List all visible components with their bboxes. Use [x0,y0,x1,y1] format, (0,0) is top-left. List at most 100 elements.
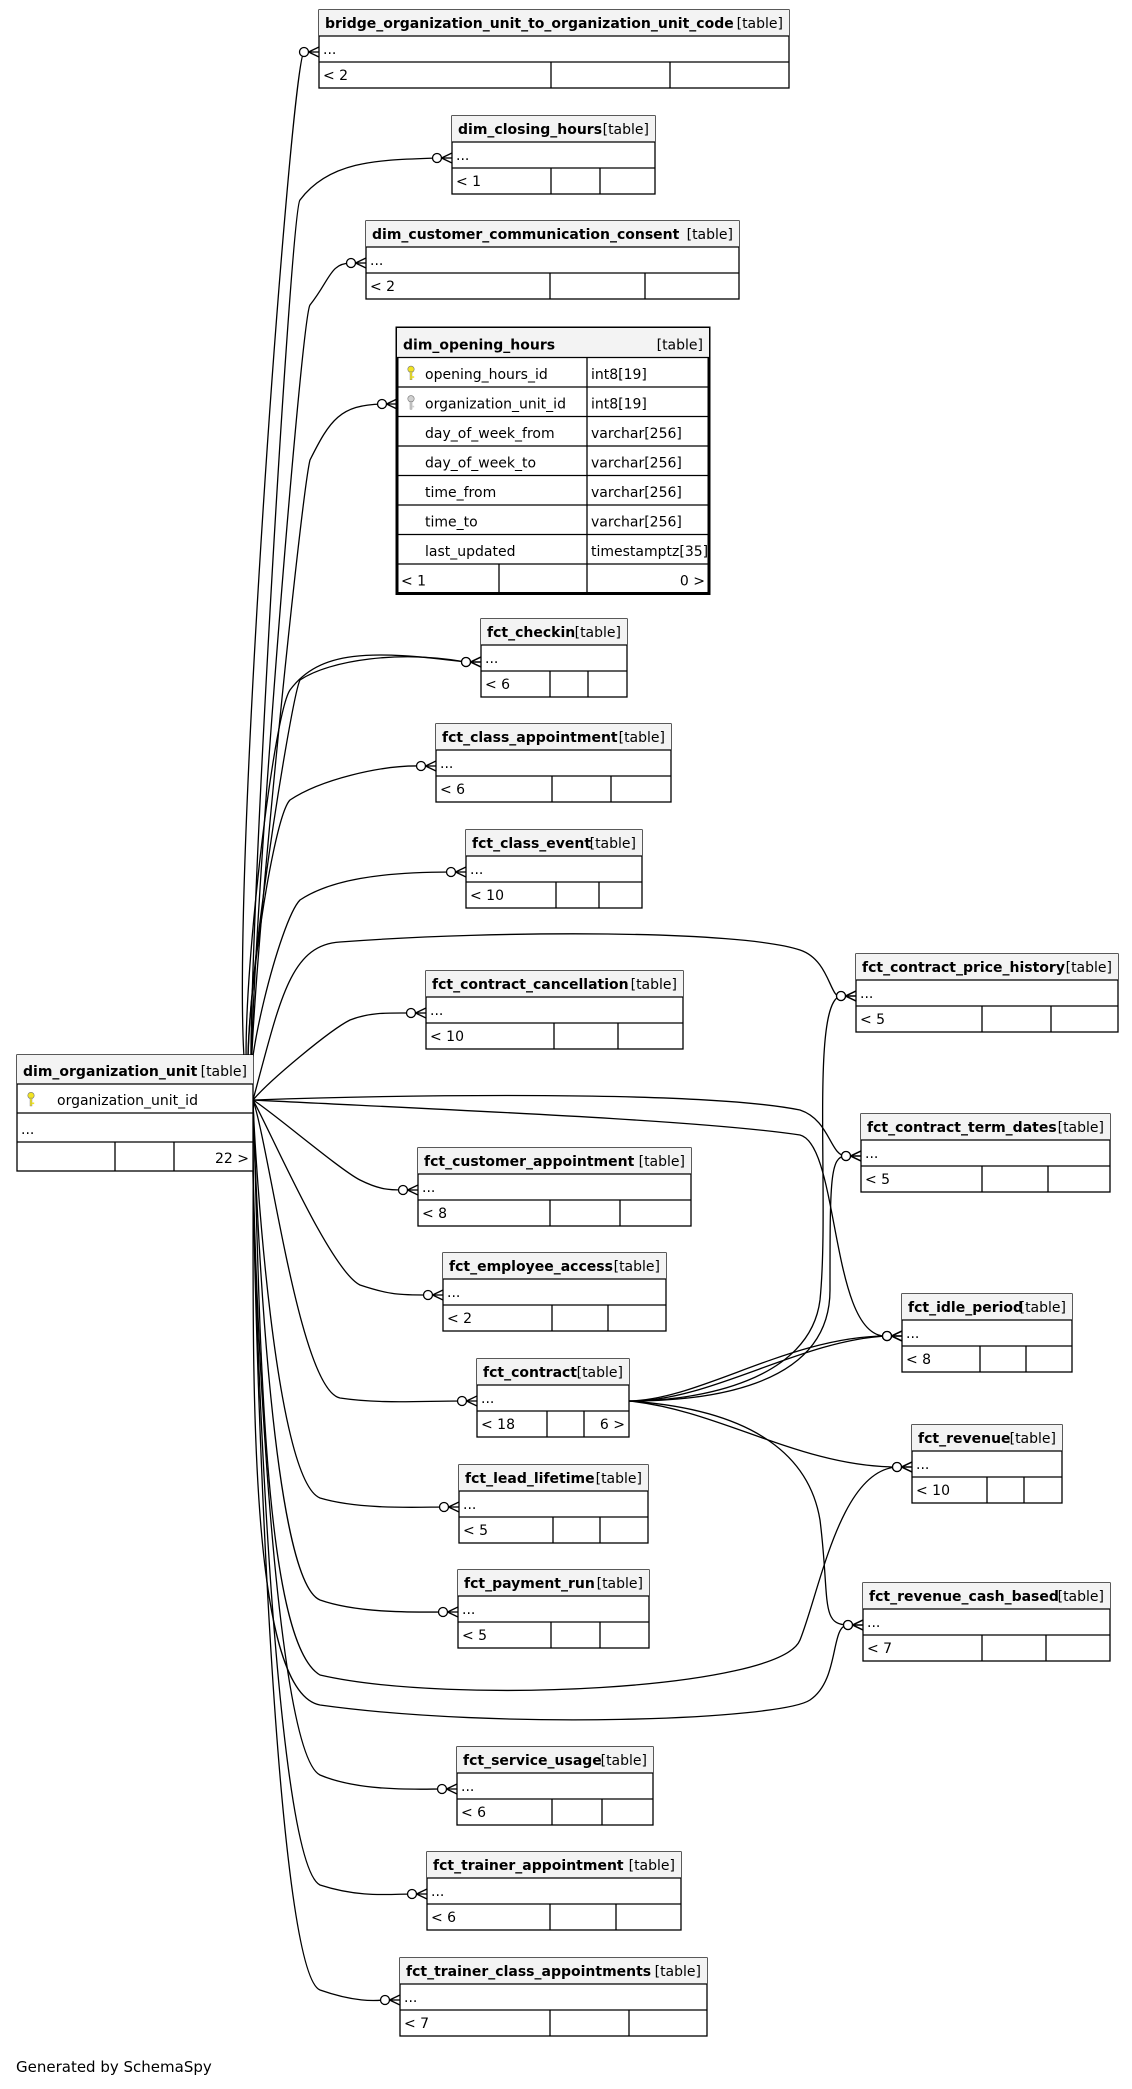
parent-count: < 7 [867,1641,892,1657]
table-fct-contract-cancellation[interactable]: fct_contract_cancellation[table]...< 10 [425,970,684,1050]
column-name: ... [481,1391,494,1407]
parent-count: < 2 [323,68,348,84]
table-fct-checkin[interactable]: fct_checkin[table]...< 6 [480,618,628,698]
more-columns-row: ... [462,1602,475,1618]
table-name: fct_contract_term_dates [867,1120,1057,1136]
relationship-line-orgunit-custappt-0 [252,1099,404,1191]
column-name: day_of_week_from [425,426,555,442]
table-name: fct_customer_appointment [424,1154,635,1170]
column-name: ... [867,1615,880,1631]
table-fct-payment-run[interactable]: fct_payment_run[table]...< 5 [457,1569,650,1649]
column-name: ... [447,1285,460,1301]
table-tag: [table] [597,1576,643,1592]
table-tag: [table] [201,1064,247,1080]
table-fct-contract-price-history[interactable]: fct_contract_price_history[table]...< 5 [855,953,1119,1033]
column-name: ... [370,253,383,269]
generated-by-footer: Generated by SchemaSpy [16,2058,212,2076]
more-columns-row: ... [447,1285,460,1301]
table-tag: [table] [1010,1431,1056,1447]
more-columns-row: ... [404,1990,417,2006]
crows-foot-marker [881,1330,903,1342]
parent-count: < 5 [860,1012,885,1028]
more-columns-row: ... [906,1326,919,1342]
parent-count: < 6 [431,1910,456,1926]
table-name: dim_organization_unit [23,1064,198,1080]
table-tag: [table] [687,227,733,243]
table-fct-trainer-class-appointments[interactable]: fct_trainer_class_appointments[table]...… [399,1957,708,2037]
crows-foot-marker [379,1994,401,2006]
parent-count: < 1 [401,574,426,590]
column-name: ... [470,862,483,878]
table-tag: [table] [657,338,703,354]
table-fct-employee-access[interactable]: fct_employee_access[table]...< 2 [442,1252,667,1332]
column-name: opening_hours_id [425,367,548,383]
crows-foot-marker [840,1150,862,1162]
column-name: ... [485,651,498,667]
column-name: time_from [425,485,496,501]
parent-count: < 1 [456,174,481,190]
table-tag: [table] [614,1259,660,1275]
more-columns-row: ... [463,1497,476,1513]
more-columns-row: ... [481,1391,494,1407]
relationship-line-orgunit-closing-0 [250,157,438,1101]
table-fct-contract-term-dates[interactable]: fct_contract_term_dates[table]...< 5 [860,1113,1111,1193]
column-name: ... [431,1884,444,1900]
table-fct-idle-period[interactable]: fct_idle_period[table]...< 8 [901,1293,1073,1373]
table-dim-organization-unit[interactable]: dim_organization_unit[table]organization… [16,1054,254,1172]
relationship-line-orgunit-revcash-0 [252,1099,849,1721]
table-tag: [table] [596,1471,642,1487]
primary-key-icon [407,365,415,380]
table-fct-trainer-appointment[interactable]: fct_trainer_appointment[table]...< 6 [426,1851,682,1931]
table-name: dim_opening_hours [403,338,555,354]
table-tag: [table] [1020,1300,1066,1316]
table-tag: [table] [577,1365,623,1381]
table-fct-customer-appointment[interactable]: fct_customer_appointment[table]...< 8 [417,1147,692,1227]
relationship-line-contract-termdates-0 [628,1155,847,1402]
table-fct-service-usage[interactable]: fct_service_usage[table]...< 6 [456,1746,654,1826]
parent-count: < 8 [906,1352,931,1368]
table-fct-class-appointment[interactable]: fct_class_appointment[table]...< 6 [435,723,672,803]
table-dim-opening-hours[interactable]: dim_opening_hours [table] opening_hours_id… [395,326,711,595]
table-tag: [table] [603,122,649,138]
relationship-lines [241,46,913,2006]
crows-foot-marker [445,866,467,878]
column-name: ... [422,1180,435,1196]
parent-count: < 10 [916,1483,950,1499]
relationship-line-orgunit-contract-0 [252,1099,463,1403]
relationship-line-orgunit-classevent-0 [249,871,452,1101]
table-name: fct_lead_lifetime [465,1471,595,1487]
primary-key-icon [27,1092,35,1107]
table-dim-customer-communication-consent[interactable]: dim_customer_communication_consent[table… [365,220,740,300]
table-tag: [table] [590,836,636,852]
table-tag: [table] [629,1858,675,1874]
column-type: varchar[256] [591,456,682,472]
table-bridge-organization-unit-to-organization-unit-code[interactable]: bridge_organization_unit_to_organization… [318,9,790,89]
more-columns-row: ... [456,148,469,164]
more-columns-row: ... [916,1457,929,1473]
column-name: ... [461,1779,474,1795]
table-fct-revenue-cash-based[interactable]: fct_revenue_cash_based[table]...< 7 [862,1582,1111,1662]
table-fct-lead-lifetime[interactable]: fct_lead_lifetime[table]...< 5 [458,1464,649,1544]
table-fct-class-event[interactable]: fct_class_event[table]...< 10 [465,829,643,909]
table-fct-revenue[interactable]: fct_revenue[table]... < 10 [911,1424,1063,1504]
column-name: ... [456,148,469,164]
relationship-line-contract-revenue-0 [628,1400,898,1468]
table-name: fct_revenue [918,1431,1011,1447]
column-type: varchar[256] [591,426,682,442]
more-columns-row: ... [860,986,873,1002]
relationship-line-orgunit-idle-0 [252,1099,888,1337]
table-dim-closing-hours[interactable]: dim_closing_hours[table]...< 1 [451,115,656,195]
crows-foot-marker [431,152,453,164]
parent-count: < 7 [404,2016,429,2032]
column-name: ... [404,1990,417,2006]
table-tag: [table] [737,16,783,32]
more-columns-row: ... [422,1180,435,1196]
table-tag: [table] [619,730,665,746]
relationship-line-orgunit-consent-0 [250,262,352,1101]
relationship-line-orgunit-revenue-0 [252,1099,898,1692]
